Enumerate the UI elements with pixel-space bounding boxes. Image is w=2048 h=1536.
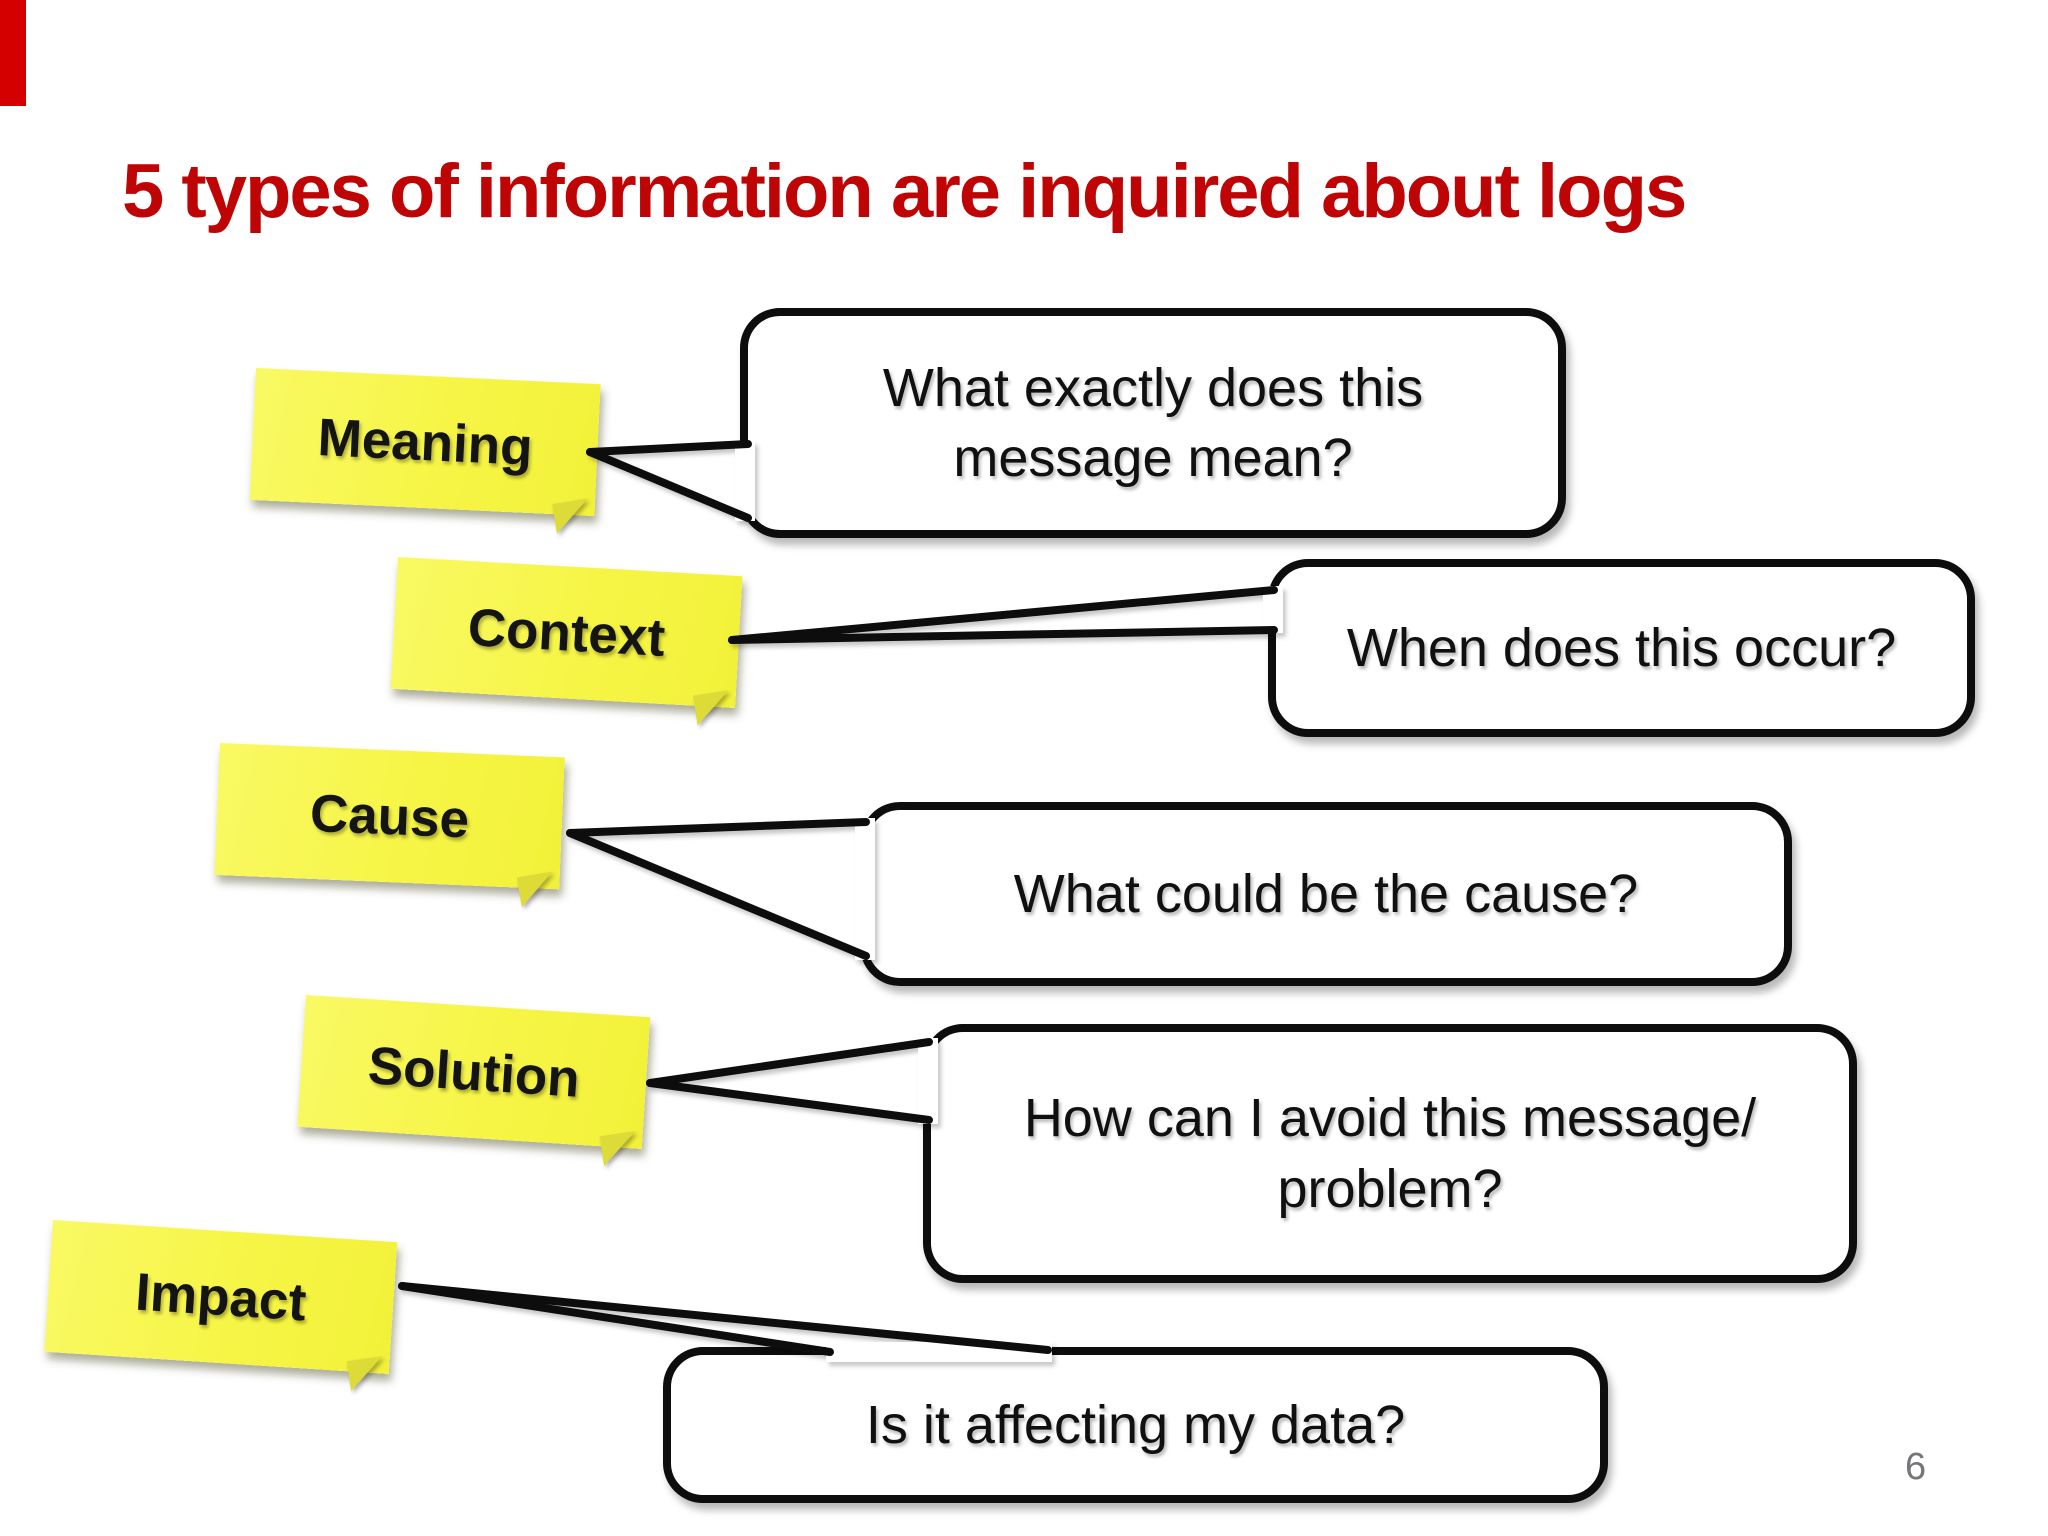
connector-meaning <box>586 440 755 522</box>
slide-title: 5 types of information are inquired abou… <box>122 149 1687 234</box>
bubble-text: What exactly does this message mean? <box>882 357 1424 488</box>
connector-solution <box>646 1038 938 1124</box>
connector-context <box>728 586 1283 644</box>
speech-bubble-context: When does this occur? <box>1268 559 1975 737</box>
sticky-label: Context <box>466 597 667 668</box>
sticky-label: Meaning <box>316 407 534 477</box>
connector-cause <box>566 818 875 960</box>
accent-bar <box>0 0 26 106</box>
speech-bubble-cause: What could be the cause? <box>860 802 1792 986</box>
sticky-note-meaning: Meaning <box>249 368 601 517</box>
bubble-text: How can I avoid this message/​problem? <box>1023 1088 1757 1219</box>
speech-bubble-solution: How can I avoid this message/​problem? <box>923 1024 1857 1283</box>
sticky-label: Impact <box>133 1262 309 1332</box>
sticky-note-impact: Impact <box>44 1220 398 1374</box>
bubble-text: Is it affecting my data? <box>865 1394 1406 1455</box>
bubble-text: When does this occur? <box>1346 617 1897 678</box>
sticky-note-solution: Solution <box>297 995 651 1149</box>
sticky-note-context: Context <box>390 557 743 709</box>
sticky-label: Cause <box>308 783 471 849</box>
bubble-text: What could be the cause? <box>1013 863 1639 924</box>
page-number: 6 <box>1905 1446 1927 1488</box>
speech-bubble-meaning: What exactly does this message mean? <box>740 308 1566 538</box>
speech-bubble-impact: Is it affecting my data? <box>663 1347 1608 1503</box>
sticky-note-cause: Cause <box>214 743 565 890</box>
sticky-label: Solution <box>366 1035 582 1109</box>
